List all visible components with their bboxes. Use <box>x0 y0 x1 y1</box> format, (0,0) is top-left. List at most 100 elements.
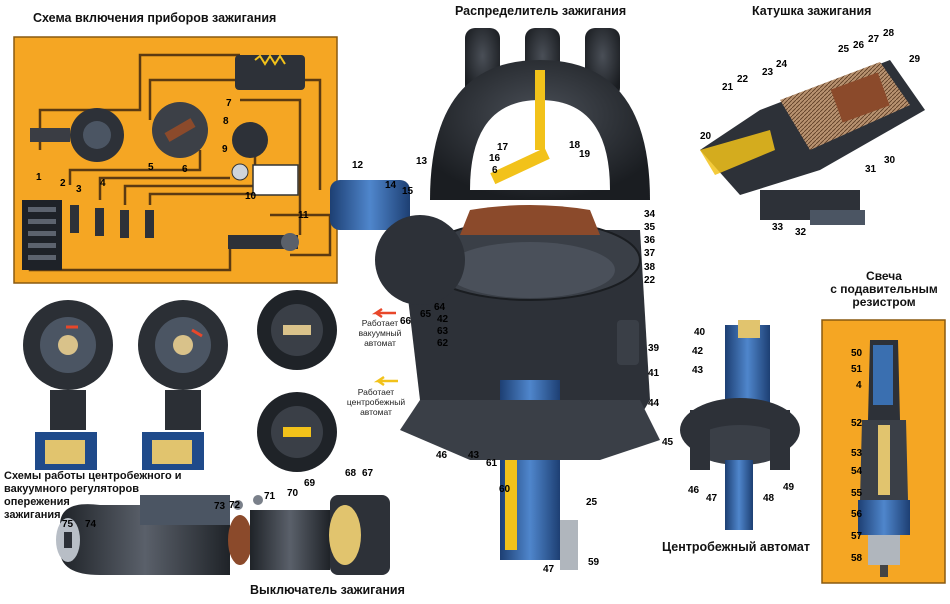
vacuum-legend-line1: Работает <box>361 318 399 328</box>
switch-title: Выключатель зажигания <box>250 583 405 597</box>
label-wiring-11: 11 <box>298 210 309 221</box>
label-dist-41: 41 <box>648 368 660 379</box>
label-dist-14: 14 <box>385 180 397 191</box>
label-wiring-8: 8 <box>223 116 229 127</box>
vacuum-legend: Работает вакуумный автомат <box>344 318 416 348</box>
label-wiring-6: 6 <box>182 164 188 175</box>
label-switch-72: 72 <box>229 500 241 511</box>
label-plug-4: 4 <box>856 380 862 391</box>
regulators-caption-line1: Схемы работы центробежного и <box>4 470 182 482</box>
label-coil-30: 30 <box>884 155 896 166</box>
regulators-caption-line2: вакуумного регуляторов <box>4 483 140 495</box>
label-plug-53: 53 <box>851 448 863 459</box>
label-dist-18: 18 <box>569 140 581 151</box>
label-cent-49: 49 <box>783 482 795 493</box>
label-cent-40: 40 <box>694 327 706 338</box>
label-coil-31: 31 <box>865 164 877 175</box>
regulators-caption: Схемы работы центробежного и вакуумного … <box>4 470 194 522</box>
label-switch-71: 71 <box>264 491 276 502</box>
label-dist-43: 43 <box>468 450 480 461</box>
label-dist-36: 36 <box>644 235 656 246</box>
regulator-schemes <box>23 290 398 472</box>
label-cent-46: 46 <box>688 485 700 496</box>
label-dist-37: 37 <box>644 248 656 259</box>
centrifugal-legend-line1: Работает <box>357 387 395 397</box>
coil-title: Катушка зажигания <box>752 4 872 18</box>
label-coil-24: 24 <box>776 59 788 70</box>
label-coil-26: 26 <box>853 40 865 51</box>
label-wiring-4: 4 <box>100 178 106 189</box>
label-cent-48: 48 <box>763 493 775 504</box>
label-dist-38: 38 <box>644 262 656 273</box>
plug-title-line2: с подавительным <box>830 282 938 296</box>
label-plug-50: 50 <box>851 348 863 359</box>
label-plug-54: 54 <box>851 466 863 477</box>
label-switch-68: 68 <box>345 468 357 479</box>
wiring-diagram <box>13 36 338 284</box>
label-coil-23: 23 <box>762 67 774 78</box>
label-cent-42: 42 <box>692 346 704 357</box>
label-switch-70: 70 <box>287 488 299 499</box>
label-dist-15: 15 <box>402 186 414 197</box>
label-wiring-2: 2 <box>60 178 66 189</box>
label-wiring-9: 9 <box>222 144 228 155</box>
label-dist-6: 6 <box>492 165 498 176</box>
label-dist-64: 64 <box>434 302 446 313</box>
label-dist-16: 16 <box>489 153 501 164</box>
label-dist-47: 47 <box>543 564 555 575</box>
centrifugal-legend-line2: центробежный <box>346 397 406 407</box>
label-dist-39: 39 <box>648 343 660 354</box>
regulators-caption-line3: опережения <box>4 496 70 508</box>
label-dist-22: 22 <box>644 275 656 286</box>
label-dist-13: 13 <box>416 156 428 167</box>
label-coil-27: 27 <box>868 34 880 45</box>
label-dist-60: 60 <box>499 484 511 495</box>
label-wiring-5: 5 <box>148 162 154 173</box>
label-coil-32: 32 <box>795 227 807 238</box>
centrifugal-title: Центробежный автомат <box>662 540 810 554</box>
label-dist-44: 44 <box>648 398 660 409</box>
label-switch-75: 75 <box>62 519 74 530</box>
plug-title-line1: Свеча <box>866 269 902 283</box>
label-dist-25: 25 <box>586 497 598 508</box>
vacuum-legend-line2: вакуумный автомат <box>358 328 402 348</box>
label-dist-66: 66 <box>400 316 412 327</box>
label-dist-46: 46 <box>436 450 448 461</box>
label-cent-47: 47 <box>706 493 718 504</box>
distributor-illustration <box>330 28 660 570</box>
centrifugal-legend-line3: автомат <box>360 407 392 417</box>
centrifugal-illustration <box>680 320 800 530</box>
label-dist-65: 65 <box>420 309 432 320</box>
label-switch-67: 67 <box>362 468 374 479</box>
label-plug-56: 56 <box>851 509 863 520</box>
label-coil-22: 22 <box>737 74 749 85</box>
label-plug-51: 51 <box>851 364 863 375</box>
label-dist-19: 19 <box>579 149 591 160</box>
label-wiring-10: 10 <box>245 191 257 202</box>
regulators-caption-line4: зажигания <box>4 509 61 521</box>
label-dist-61: 61 <box>486 458 498 469</box>
label-cent-45: 45 <box>662 437 674 448</box>
spark-plug-illustration <box>821 319 946 584</box>
label-switch-74: 74 <box>85 519 97 530</box>
label-plug-58: 58 <box>851 553 863 564</box>
distributor-title: Распределитель зажигания <box>455 4 627 18</box>
label-coil-25: 25 <box>838 44 850 55</box>
wiring-diagram-title: Схема включения приборов зажигания <box>33 11 277 25</box>
label-dist-59: 59 <box>588 557 600 568</box>
label-coil-21: 21 <box>722 82 734 93</box>
label-wiring-7: 7 <box>226 98 232 109</box>
label-wiring-3: 3 <box>76 184 82 195</box>
label-dist-12: 12 <box>352 160 364 171</box>
label-coil-33: 33 <box>772 222 784 233</box>
label-dist-35: 35 <box>644 222 656 233</box>
plug-title-line3: резистром <box>852 295 916 309</box>
label-coil-29: 29 <box>909 54 921 65</box>
label-dist-62: 62 <box>437 338 449 349</box>
ignition-switch-illustration <box>56 495 390 575</box>
label-switch-73: 73 <box>214 501 226 512</box>
label-plug-52: 52 <box>851 418 863 429</box>
label-coil-28: 28 <box>883 28 895 39</box>
label-dist-17: 17 <box>497 142 509 153</box>
